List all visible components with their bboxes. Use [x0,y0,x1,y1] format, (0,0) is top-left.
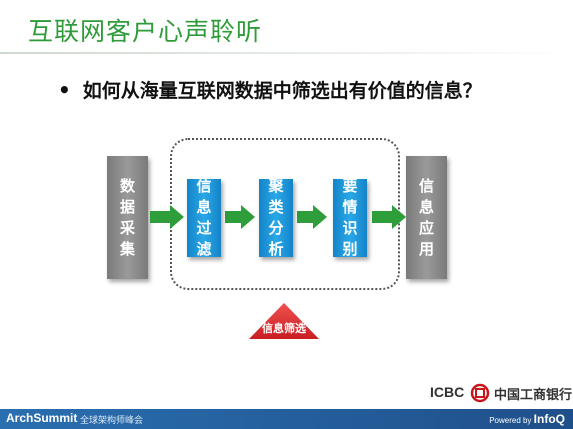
data-collection-block: 数 据 采 集 [107,156,148,279]
cluster-analysis-char: 类 [268,198,284,216]
icbc-wordmark: ICBC [430,384,465,400]
filter-triangle-icon [249,303,319,339]
info-application-char: 用 [418,239,434,258]
bullet-point: • 如何从海量互联网数据中筛选出有价值的信息？ [58,76,482,103]
bullet-text: 如何从海量互联网数据中筛选出有价值的信息？ [82,80,482,102]
bullet-dot-icon: • [58,77,71,102]
key-info-char: 情 [342,198,358,216]
cluster-analysis-char: 析 [268,240,284,258]
cluster-analysis-char: 聚 [268,177,284,195]
info-filter-char: 息 [196,198,212,216]
key-info-char: 识 [342,219,358,237]
icbc-logo-icon [470,383,490,403]
footer-bar: ArchSummit 全球架构师峰会 Powered by InfoQ [0,409,573,429]
flow-arrow-icon [225,205,255,229]
data-collection-char: 采 [119,218,135,237]
powered-label: Powered by [489,416,532,425]
data-collection-char: 数 [119,176,135,195]
info-filter-char: 滤 [196,240,212,258]
cluster-analysis-char: 分 [268,219,284,237]
footer-brand: ArchSummit [6,411,78,425]
info-application-block: 信 息 应 用 [406,156,447,279]
slide-title: 互联网客户心声聆听 [28,17,263,46]
info-application-char: 应 [418,218,434,237]
footer-subtitle: 全球架构师峰会 [80,416,144,426]
key-info-char: 要 [342,177,358,195]
key-info-recognition-block: 要 情 识 别 [333,177,367,258]
filter-label: 信息筛选 [262,322,306,335]
cluster-analysis-block: 聚 类 分 析 [259,177,293,258]
info-application-char: 息 [418,197,434,216]
info-filter-block: 信 息 过 滤 [187,177,221,258]
info-filter-char: 过 [196,219,212,237]
flow-arrow-icon [372,205,406,229]
key-info-char: 别 [342,240,358,258]
info-application-char: 信 [418,176,434,195]
flow-arrow-icon [150,205,184,229]
footer-powered: Powered by InfoQ [489,412,565,426]
flow-arrow-icon [297,205,327,229]
partner-logo-text: InfoQ [533,412,565,426]
data-collection-char: 据 [119,197,135,216]
info-filter-char: 信 [196,177,212,195]
data-collection-char: 集 [119,239,135,258]
title-divider [0,52,573,54]
bank-name: 中国工商银行 [494,388,573,403]
